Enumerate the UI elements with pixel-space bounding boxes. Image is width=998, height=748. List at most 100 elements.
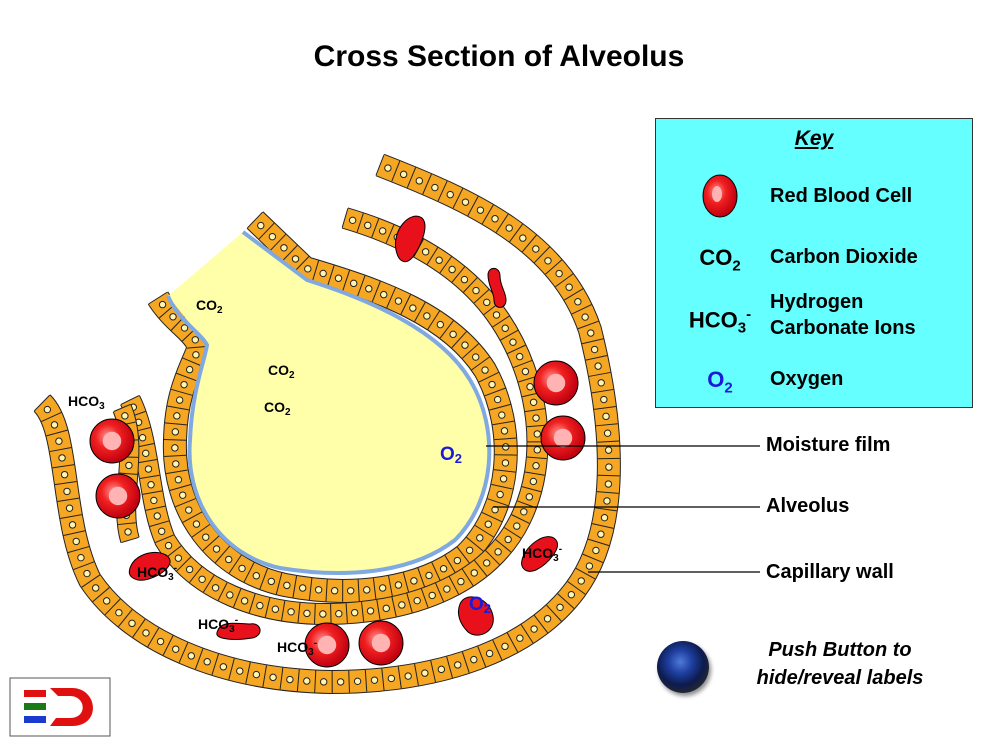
cell-nucleus <box>413 596 421 605</box>
cell-divider <box>258 222 275 240</box>
o2-label: O2 <box>469 594 491 616</box>
cell-divider <box>487 498 509 507</box>
cell-divider <box>521 234 537 253</box>
cell-nucleus <box>330 587 339 595</box>
cell-divider <box>391 596 397 617</box>
cell-divider <box>430 660 437 683</box>
deformed-red-blood-cell <box>394 215 426 263</box>
cell-nucleus <box>384 164 392 172</box>
cell-nucleus <box>428 591 436 600</box>
capillary-wall-label: Capillary wall <box>766 561 894 583</box>
cell-nucleus <box>319 678 328 686</box>
cell-divider <box>376 599 381 620</box>
cell-nucleus <box>128 619 136 628</box>
cell-nucleus <box>171 428 180 436</box>
cell-divider <box>500 329 519 341</box>
key-symbol-hco3: HCO3- <box>688 306 752 337</box>
cell-divider <box>473 289 490 304</box>
cell-nucleus <box>192 520 201 528</box>
cell-nucleus <box>348 216 357 225</box>
cell-nucleus <box>604 480 613 488</box>
cell-nucleus <box>335 610 343 618</box>
cell-divider <box>211 653 219 676</box>
cell-divider <box>533 246 551 264</box>
cell-divider <box>63 530 86 537</box>
red-blood-cell-highlight <box>553 428 573 448</box>
cell-divider <box>414 302 426 322</box>
cell-nucleus <box>125 461 133 470</box>
co2-label: CO2 <box>264 399 291 418</box>
cell-divider <box>437 180 448 202</box>
cell-divider <box>592 523 614 529</box>
cell-nucleus <box>212 545 221 553</box>
cell-divider <box>426 247 439 265</box>
cell-divider <box>467 196 479 217</box>
tissue-walls <box>32 153 621 695</box>
cell-nucleus <box>600 513 609 522</box>
cell-nucleus <box>409 304 417 312</box>
cell-nucleus <box>494 548 502 556</box>
cell-nucleus <box>387 674 396 683</box>
co2-label: CO2 <box>196 297 223 316</box>
cell-divider <box>509 223 524 243</box>
cell-nucleus <box>172 460 180 468</box>
cell-nucleus <box>516 352 524 361</box>
cell-nucleus <box>423 312 431 320</box>
cell-nucleus <box>150 496 158 505</box>
cell-divider <box>381 668 385 691</box>
cell-nucleus <box>496 490 504 499</box>
cell-nucleus <box>501 459 510 467</box>
cell-divider <box>588 371 611 377</box>
cell-divider <box>478 371 499 383</box>
cell-divider <box>463 277 478 293</box>
cell-divider <box>521 486 542 493</box>
key-label-o2: Oxygen <box>770 368 844 390</box>
cell-nucleus <box>532 462 540 470</box>
cell-nucleus <box>77 553 85 562</box>
toggle-labels-button[interactable] <box>657 641 709 693</box>
cell-nucleus <box>169 313 177 321</box>
cell-nucleus <box>175 396 184 404</box>
cell-nucleus <box>157 527 166 536</box>
cell-divider <box>228 658 235 680</box>
cell-divider <box>203 574 215 593</box>
cell-divider <box>594 507 617 512</box>
cell-nucleus <box>399 170 408 179</box>
cell-nucleus <box>252 670 261 679</box>
cell-divider <box>492 420 515 426</box>
cell-divider <box>342 270 351 292</box>
cell-divider <box>60 514 82 519</box>
cell-divider <box>461 568 474 587</box>
cell-divider <box>178 642 189 663</box>
cell-divider <box>388 575 394 598</box>
cell-nucleus <box>164 541 173 550</box>
deformed-red-blood-cell <box>128 552 171 581</box>
cell-nucleus <box>581 313 589 321</box>
cell-nucleus <box>491 215 499 223</box>
cell-divider <box>214 545 231 564</box>
key-panel: Key Red Blood Cell CO2 Carbon Dioxide HC… <box>655 118 973 408</box>
cell-nucleus <box>378 227 387 235</box>
cell-divider <box>451 266 466 283</box>
cell-divider <box>391 160 401 182</box>
cell-nucleus <box>121 412 129 420</box>
cell-divider <box>484 387 506 397</box>
cell-divider <box>264 597 271 618</box>
cell-divider <box>119 472 138 475</box>
cell-nucleus <box>185 506 193 514</box>
cell-nucleus <box>532 414 540 422</box>
cell-divider <box>507 344 526 355</box>
key-row-hco3: HCO3- Hydrogen Carbonate Ions <box>656 289 972 339</box>
cell-divider <box>41 411 62 423</box>
cell-divider <box>132 618 146 638</box>
cell-divider <box>474 524 494 538</box>
cell-nucleus <box>594 362 602 370</box>
key-label-hco3: Hydrogen Carbonate Ions <box>770 291 916 339</box>
cell-divider <box>489 403 511 411</box>
cell-divider <box>474 559 488 577</box>
cell-nucleus <box>185 565 194 574</box>
hco3-label: HCO3- <box>277 638 317 658</box>
cell-nucleus <box>504 535 512 544</box>
cell-nucleus <box>252 572 261 580</box>
cell-divider <box>506 632 519 653</box>
